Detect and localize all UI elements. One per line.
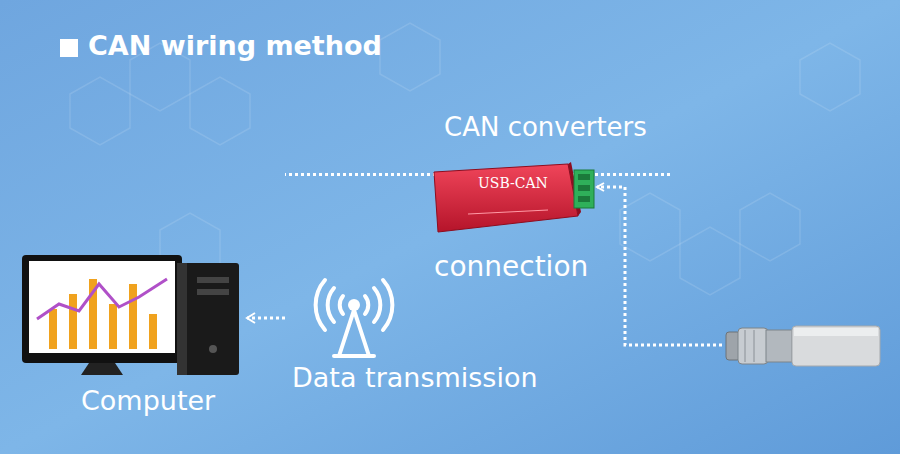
transmission-node: Data transmission (285, 268, 590, 403)
converter-node: CAN convertersUSB-CAN (420, 112, 670, 237)
title-square (60, 39, 78, 57)
dotted-connector (247, 317, 285, 320)
temperature-sensor (726, 326, 880, 366)
diagram-title: CAN wiring method (88, 30, 382, 61)
node-title: Data transmission (292, 362, 538, 393)
computer-node: Computer (15, 245, 247, 430)
device-marking: USB-CAN (478, 175, 548, 191)
antenna-icon (309, 270, 399, 360)
usb-can-device (428, 158, 608, 248)
sensor-wire (597, 187, 722, 345)
connection-label: connection (434, 250, 588, 283)
node-title: Computer (81, 385, 215, 416)
node-title: CAN converters (444, 112, 647, 142)
computer-icon (19, 249, 249, 384)
